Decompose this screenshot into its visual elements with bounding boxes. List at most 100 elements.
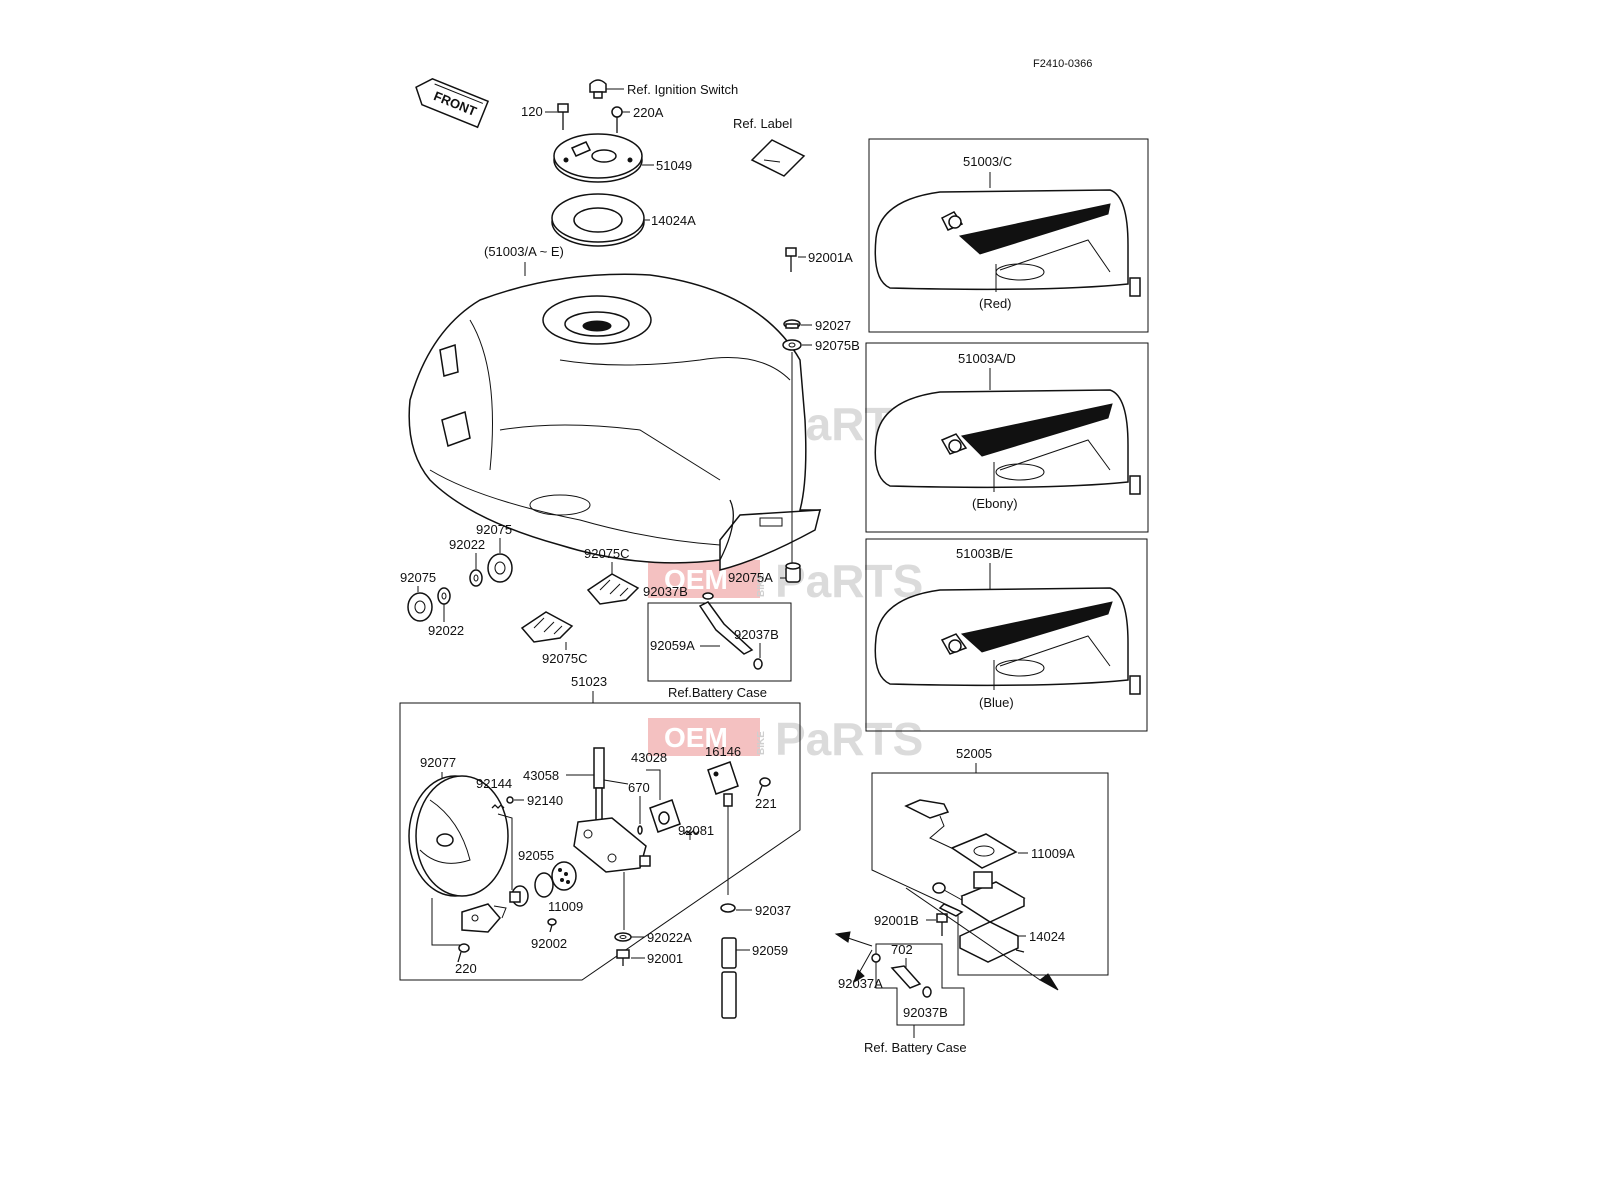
label-702: 702 (891, 942, 913, 957)
battery-hose-group-box-2 (875, 943, 965, 1026)
label-51023: 51023 (571, 674, 607, 689)
label-92002: 92002 (531, 936, 567, 951)
label-92027: 92027 (815, 318, 851, 333)
sensor-float-arm (904, 799, 961, 853)
label-43028: 43028 (631, 750, 667, 765)
label-92075-upper: 92075 (476, 522, 512, 537)
label-92022-upper: 92022 (449, 537, 485, 552)
label-120: 120 (521, 104, 543, 119)
variant-blue-part: 51003B/E (956, 546, 1013, 561)
collar-92027 (783, 319, 801, 329)
o-ring-670 (637, 825, 643, 835)
label-92001B: 92001B (874, 913, 919, 928)
variant-red-color: (Red) (979, 296, 1012, 311)
label-92075A: 92075A (728, 570, 773, 585)
bracket-92075C-lower (520, 611, 574, 643)
front-arrow-icon: FRONT (415, 77, 490, 129)
damper-92075B (782, 339, 802, 351)
bolt-92001 (616, 949, 630, 966)
label-92081: 92081 (678, 823, 714, 838)
label-ref-battery-case-1: Ref.Battery Case (668, 685, 767, 700)
label-52005: 52005 (956, 746, 992, 761)
label-92059: 92059 (752, 943, 788, 958)
label-92140: 92140 (527, 793, 563, 808)
damper-92075-lower (407, 592, 433, 622)
clamp-92037B-upper (702, 592, 714, 600)
label-670: 670 (628, 780, 650, 795)
label-92055: 92055 (518, 848, 554, 863)
figure-id: F2410-0366 (1033, 58, 1092, 70)
variant-ebony-panel: 51003A/D (Ebony) (865, 342, 1149, 533)
o-ring-92055 (534, 872, 554, 898)
clamp-92037B-sensor (922, 986, 932, 998)
label-14024A: 14024A (651, 213, 696, 228)
watermark-bike-2: BIKE (756, 573, 767, 597)
ignition-switch-bolt (589, 79, 607, 99)
label-ref-battery-case-2: Ref. Battery Case (864, 1040, 967, 1055)
washer-92022-upper (469, 569, 483, 587)
label-92037: 92037 (755, 903, 791, 918)
screw-92002 (547, 918, 557, 933)
gasket-14024A (551, 193, 645, 247)
label-92059A: 92059A (650, 638, 695, 653)
ref-label-sticker (750, 139, 806, 177)
variant-ebony-color: (Ebony) (972, 496, 1018, 511)
hose-92059 (721, 937, 737, 1019)
fuel-level-sensor (960, 871, 1026, 923)
watermark-oem-3: OEM (664, 722, 728, 753)
hose-92059A (698, 601, 754, 655)
label-220A: 220A (633, 105, 664, 120)
label-11009A: 11009A (1031, 846, 1075, 861)
clamp-92037A (871, 953, 881, 963)
damper-92075A (785, 562, 801, 583)
label-220: 220 (455, 961, 477, 976)
variant-blue-color: (Blue) (979, 695, 1014, 710)
label-ref-ignition-switch: Ref. Ignition Switch (627, 82, 738, 97)
bolt-92001A (785, 247, 797, 272)
bolt-120 (557, 103, 569, 130)
fuel-cap-51049 (553, 133, 643, 183)
cover-14024 (959, 921, 1025, 963)
gasket-11009 (551, 861, 577, 891)
label-92022A: 92022A (647, 930, 692, 945)
label-51049: 51049 (656, 158, 692, 173)
spring-92081 (683, 830, 700, 835)
label-tank-set: (51003/A ~ E) (484, 244, 564, 259)
filter-element (509, 885, 529, 907)
screw-221 (757, 777, 771, 797)
label-92075C-lower: 92075C (542, 651, 588, 666)
battery-hose-group-box (647, 602, 792, 682)
washer-92022A (614, 932, 632, 942)
label-92037B-sensor: 92037B (903, 1005, 948, 1020)
fuel-tank (408, 273, 822, 571)
spring-92144 (491, 804, 505, 809)
clamp-92037B-lower (753, 658, 763, 670)
label-92037B-lower: 92037B (734, 627, 779, 642)
label-92075-lower: 92075 (400, 570, 436, 585)
label-92001: 92001 (647, 951, 683, 966)
cover-16146 (707, 761, 739, 807)
label-ref-label: Ref. Label (733, 116, 792, 131)
fuel-cock-group-box (399, 702, 801, 981)
watermark-oem-2: OEM (664, 564, 728, 595)
gasket-11009A (950, 833, 1018, 869)
screw-220 (457, 943, 470, 963)
watermark-parts-3: PaRTS (775, 713, 923, 765)
washer-92022-lower (437, 587, 451, 605)
bolt-220A (611, 106, 623, 133)
label-14024: 14024 (1029, 929, 1065, 944)
label-92075B: 92075B (815, 338, 860, 353)
label-92037A: 92037A (838, 976, 883, 991)
variant-red-part: 51003/C (963, 154, 1012, 169)
label-92001A: 92001A (808, 250, 853, 265)
label-92022-lower: 92022 (428, 623, 464, 638)
ball-92140 (506, 796, 514, 804)
hose-702 (890, 965, 922, 989)
fuel-cock-bracket (461, 903, 507, 933)
bracket-92075C-upper (586, 573, 640, 605)
label-92144: 92144 (476, 776, 512, 791)
variant-blue-panel: 51003B/E (Blue) (865, 538, 1148, 732)
label-221: 221 (755, 796, 777, 811)
label-92077: 92077 (420, 755, 456, 770)
